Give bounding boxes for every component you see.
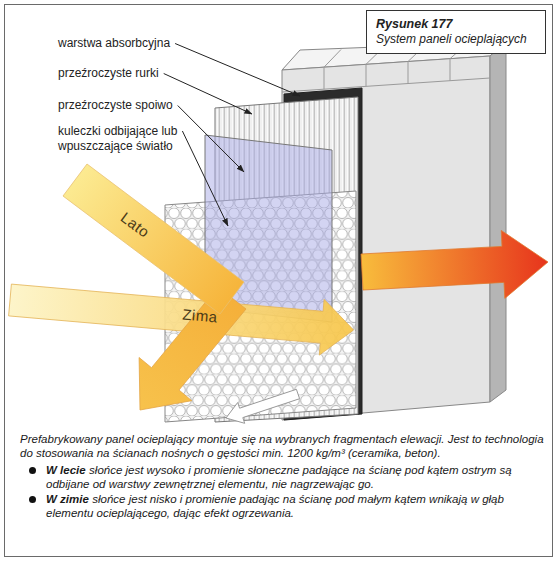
brick-joint xyxy=(366,64,367,86)
wall-side xyxy=(490,42,506,402)
bullet-dot xyxy=(29,467,36,474)
bullet-heading: W zimie xyxy=(46,493,89,505)
notes-block: Prefabrykowany panel ocieplający montuje… xyxy=(20,432,544,520)
bullet-row: W zimiesłońce jest nisko i promienie pad… xyxy=(20,492,544,520)
leader-line xyxy=(175,44,300,97)
season-label: Zima xyxy=(182,305,219,326)
brick-joint xyxy=(408,62,409,84)
figure-number: Rysunek 177 xyxy=(376,16,535,32)
leader-line xyxy=(178,106,244,173)
layer-label: przeźroczyste spoiwo xyxy=(58,98,173,113)
figure-title: System paneli ocieplających xyxy=(376,32,535,47)
summer-sun-arrow xyxy=(63,164,244,314)
bullet-heading: W lecie xyxy=(46,464,86,476)
layer-label: warstwa absorbcyjna xyxy=(58,36,170,51)
layer-label: kuleczki odbijające lub wpuszczające świ… xyxy=(58,124,206,154)
bullet-text: słońce jest wysoko i promienie słoneczne… xyxy=(46,464,512,490)
bullet-row: W leciesłońce jest wysoko i promienie sł… xyxy=(20,463,544,491)
reflected-arrow xyxy=(139,287,246,410)
minor-reflection-arrow xyxy=(226,389,300,423)
brick-joint xyxy=(450,59,451,81)
title-box: Rysunek 177System paneli ocieplających xyxy=(366,10,546,54)
bullet-dot xyxy=(29,496,36,503)
brick-joint xyxy=(324,67,325,89)
leader-line xyxy=(164,74,252,115)
brick-joint xyxy=(324,50,341,68)
caption: Prefabrykowany panel ocieplający montuje… xyxy=(20,432,544,460)
layer-label: przeźroczyste rurki xyxy=(58,66,159,81)
heat-arrow xyxy=(361,230,548,298)
bullet-text: słońce jest nisko i promienie padając na… xyxy=(46,493,504,519)
brick-joint xyxy=(282,78,490,92)
leader-group xyxy=(164,44,300,227)
leader-line xyxy=(182,131,228,226)
